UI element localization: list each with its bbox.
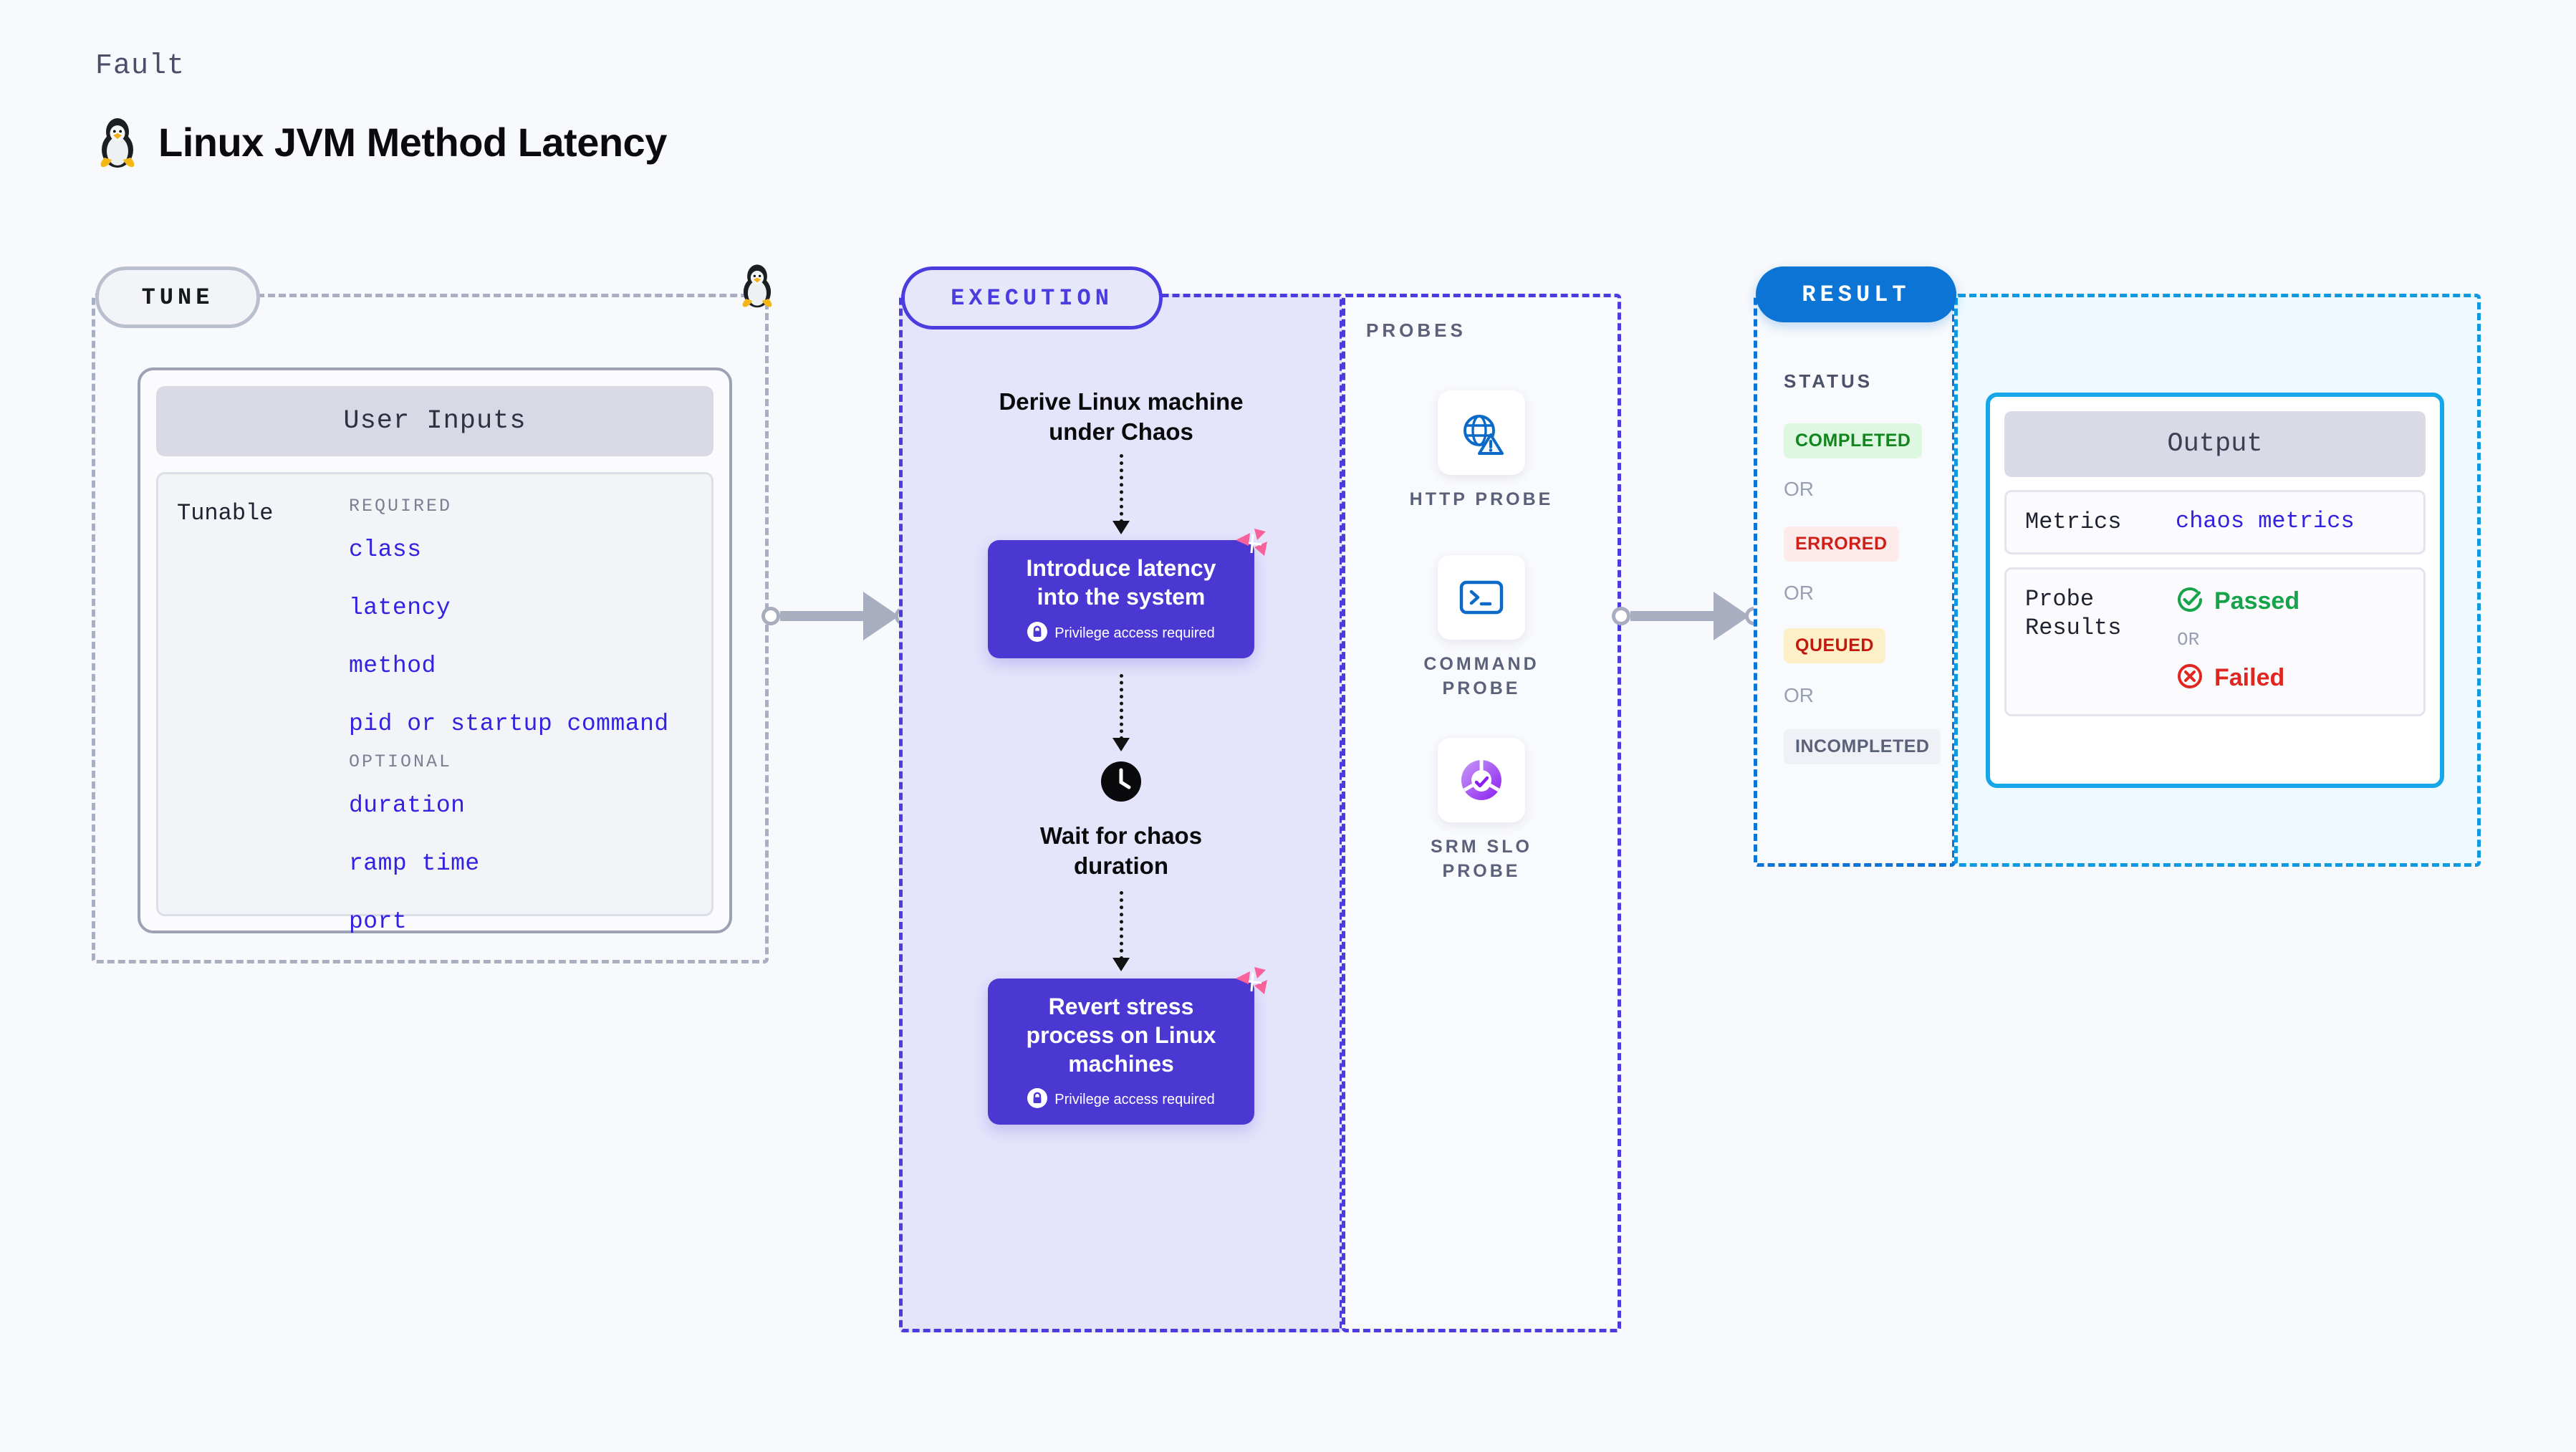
result-stage-pill: RESULT [1756, 266, 1956, 322]
tune-panel [92, 294, 769, 963]
connector-dot-start [761, 607, 780, 625]
tune-stage-pill: TUNE [95, 266, 260, 328]
privilege-text: Privilege access required [1054, 1092, 1215, 1108]
user-inputs-card: User Inputs Tunable REQUIRED class laten… [138, 367, 732, 935]
tux-penguin-icon [95, 115, 140, 169]
fault-kicker-label: Fault [95, 50, 186, 82]
flow-arrow-head [1112, 958, 1130, 972]
execution-step-derive-machine: Derive Linux machine under Chaos [999, 388, 1244, 446]
connector-probes-to-result [1612, 592, 1764, 640]
connector-arrowhead [863, 592, 899, 640]
tunable-param-method[interactable]: method [349, 653, 436, 679]
tunable-section: Tunable REQUIRED class latency method pi… [156, 472, 713, 935]
connector-tune-to-execution [761, 592, 913, 640]
probe-results-key: Probe Results [2025, 586, 2122, 641]
failed-label: Failed [2214, 664, 2285, 691]
probe-item-command[interactable]: COMMAND PROBE [1342, 555, 1621, 701]
status-badge-completed: COMPLETED [1784, 423, 1923, 458]
flow-arrow-line [1120, 673, 1123, 740]
lock-icon [1027, 621, 1048, 645]
tunable-param-ramp-time[interactable]: ramp time [349, 850, 480, 877]
flow-arrow-1 [1112, 454, 1130, 535]
status-badge-errored: ERRORED [1784, 527, 1899, 562]
globe-warning-icon [1438, 390, 1525, 475]
output-row-metrics: Metrics chaos metrics [2004, 490, 2426, 554]
privilege-text: Privilege access required [1054, 625, 1215, 641]
result-status-panel [1754, 294, 1956, 867]
execution-step-revert-stress-process[interactable]: Revert stress process on Linux machines … [988, 967, 1267, 1125]
tunable-parameter-list: REQUIRED class latency method pid or sta… [349, 496, 693, 935]
terminal-icon [1438, 555, 1525, 640]
required-group-heading: REQUIRED [349, 496, 453, 516]
check-circle-icon [2176, 585, 2204, 617]
action-title: Revert stress process on Linux machines [1026, 994, 1216, 1077]
status-or-2: OR [1784, 582, 1814, 604]
x-circle-icon [2176, 662, 2204, 694]
tunable-param-duration[interactable]: duration [349, 792, 466, 819]
flow-arrow-head [1112, 521, 1130, 535]
clock-icon [1100, 760, 1143, 807]
harness-logo-icon [1233, 963, 1270, 1004]
output-card: Output Metrics chaos metrics Probe Resul… [1986, 393, 2444, 788]
connector-line [780, 611, 865, 621]
tunable-param-latency[interactable]: latency [349, 595, 451, 621]
metrics-value[interactable]: chaos metrics [2176, 508, 2355, 534]
action-title: Introduce latency into the system [1026, 555, 1216, 610]
lock-icon [1027, 1088, 1048, 1112]
status-section-label: STATUS [1784, 370, 1873, 392]
probe-label: HTTP PROBE [1409, 489, 1554, 509]
probe-result-failed: Failed [2176, 662, 2405, 694]
flow-arrow-head [1112, 737, 1130, 751]
probe-item-srm-slo[interactable]: SRM SLO PROBE [1342, 738, 1621, 884]
status-badge-incompleted: INCOMPLETED [1784, 729, 1941, 764]
probe-label: SRM SLO PROBE [1431, 837, 1532, 881]
metrics-key: Metrics [2025, 509, 2122, 535]
execution-flow: Derive Linux machine under Chaos Introdu… [899, 387, 1343, 1125]
flow-arrow-2 [1112, 673, 1130, 751]
execution-step-wait-for-chaos-duration: Wait for chaos duration [1039, 822, 1203, 880]
probe-results-values: Passed OR Failed [2176, 585, 2405, 694]
execution-step-introduce-latency[interactable]: Introduce latency into the system Privil… [988, 529, 1267, 658]
execution-stage-pill: EXECUTION [901, 266, 1163, 330]
page-title: Linux JVM Method Latency [158, 119, 667, 165]
optional-group-heading: OPTIONAL [349, 751, 453, 772]
status-or-1: OR [1784, 478, 1814, 500]
output-title: Output [2004, 411, 2426, 477]
passed-label: Passed [2214, 587, 2300, 615]
user-inputs-title: User Inputs [156, 386, 713, 456]
probes-section-label: PROBES [1366, 319, 1466, 341]
harness-logo-icon [1233, 524, 1270, 565]
probe-result-or: OR [2177, 629, 2200, 650]
probe-item-http[interactable]: HTTP PROBE [1342, 390, 1621, 512]
flow-arrow-line [1120, 454, 1123, 524]
privilege-row: Privilege access required [999, 1088, 1243, 1112]
srm-slo-donut-icon [1438, 738, 1525, 822]
tunable-param-class[interactable]: class [349, 537, 422, 563]
flow-arrow-3 [1112, 891, 1130, 972]
page-title-row: Linux JVM Method Latency [95, 115, 667, 169]
privilege-row: Privilege access required [999, 621, 1243, 645]
probe-result-passed: Passed [2176, 585, 2405, 617]
status-badge-queued: QUEUED [1784, 628, 1885, 663]
status-or-3: OR [1784, 684, 1814, 706]
connector-line [1630, 611, 1715, 621]
connector-dot-start [1612, 607, 1630, 625]
tux-penguin-icon [738, 261, 777, 312]
tunable-param-pid-or-startup-command[interactable]: pid or startup command [349, 711, 669, 737]
connector-arrowhead [1714, 592, 1749, 640]
probe-label: COMMAND PROBE [1423, 654, 1539, 698]
tunable-param-port[interactable]: port [349, 908, 408, 935]
flow-arrow-line [1120, 891, 1123, 961]
output-row-probe-results: Probe Results Passed OR [2004, 567, 2426, 716]
tunable-label: Tunable [177, 500, 274, 527]
